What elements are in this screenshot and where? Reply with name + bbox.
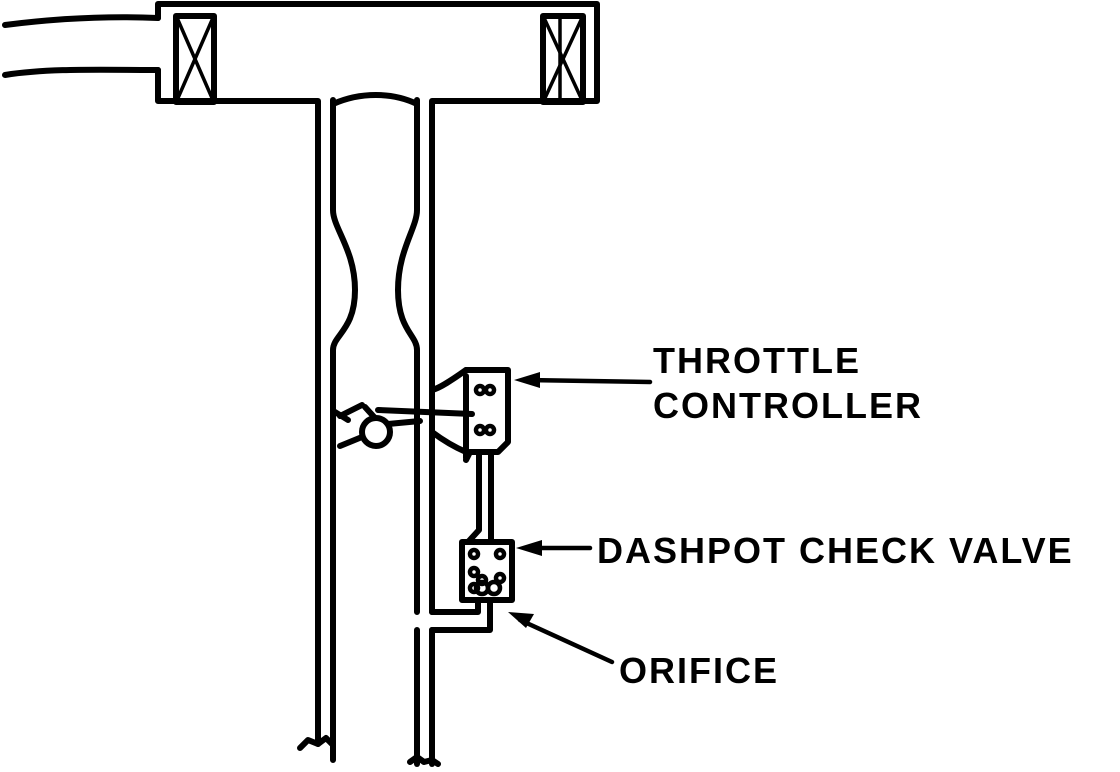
vacuum-tubing <box>465 449 494 545</box>
throttle-controller <box>429 367 511 463</box>
right-filter-element <box>540 13 586 105</box>
inlet-pipes <box>2 14 161 78</box>
dashpot-check-valve-label: DASHPOT CHECK VALVE <box>597 530 1074 571</box>
left-filter-element <box>173 13 217 105</box>
throttle-controller-arrow <box>514 372 653 388</box>
throat-walls <box>297 92 441 767</box>
orifice-arrow <box>508 612 615 665</box>
throttle-controller-label-line2: CONTROLLER <box>653 385 923 426</box>
dashpot-arrow <box>516 540 593 556</box>
orifice-line <box>429 579 503 633</box>
orifice-label: ORIFICE <box>619 650 779 691</box>
throttle-controller-label-line1: THROTTLE <box>653 340 861 381</box>
throttle-plate <box>332 402 475 449</box>
horizontal-housing <box>155 1 600 108</box>
